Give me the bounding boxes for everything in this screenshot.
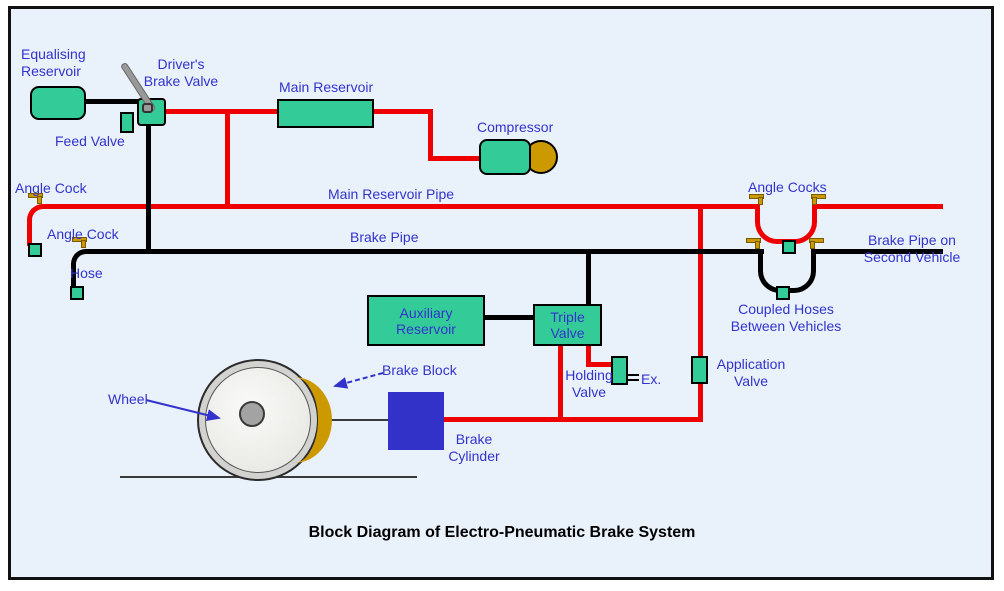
feed-valve-box	[120, 112, 134, 133]
mr-pipe-hose-end	[28, 243, 42, 257]
exhaust-icon	[628, 374, 639, 376]
angle-cock-icon	[749, 194, 764, 205]
triple-valve-box: Triple Valve	[533, 304, 602, 346]
pipe-valve-to-brake-pipe	[146, 124, 151, 254]
auxiliary-reservoir-box: Auxiliary Reservoir	[367, 295, 485, 346]
drivers-brake-valve-label: Driver's Brake Valve	[143, 56, 219, 89]
wheel-label: Wheel	[108, 391, 148, 407]
angle-cock-icon	[809, 238, 824, 249]
feed-valve-label: Feed Valve	[55, 133, 125, 149]
triple-valve-label: Triple Valve	[550, 309, 585, 341]
main-reservoir-pipe-line	[46, 204, 757, 209]
angle-cocks-label: Angle Cocks	[748, 179, 827, 195]
pipe-application-valve-drop	[698, 207, 703, 421]
pipe-valve-to-main-reservoir	[164, 109, 279, 114]
coupled-hoses-label: Coupled Hoses Between Vehicles	[730, 301, 842, 334]
mr-pipe-coupled-hose-dip	[755, 204, 817, 244]
main-reservoir-label: Main Reservoir	[279, 79, 374, 95]
brake-block-label: Brake Block	[382, 362, 457, 378]
compressor-box	[479, 139, 531, 175]
pipe-to-compressor	[428, 156, 481, 161]
equalising-reservoir-label: Equalising Reservoir	[21, 46, 86, 79]
pipe-brake-pipe-to-triple-valve	[586, 252, 591, 307]
angle-cock-label: Angle Cock	[15, 180, 87, 196]
angle-cock-icon	[72, 237, 87, 248]
holding-valve-label: Holding Valve	[565, 367, 613, 400]
brake-block-shape	[256, 377, 332, 463]
brake-cylinder-label: Brake Cylinder	[448, 431, 500, 464]
brake-pipe-line	[88, 249, 764, 254]
diagram-title: Block Diagram of Electro-Pneumatic Brake…	[308, 524, 696, 541]
pipe-compressor-riser	[428, 109, 433, 161]
pipe-triple-valve-to-cylinder	[558, 344, 563, 422]
lever-handle-icon	[142, 103, 153, 113]
compressor-label: Compressor	[477, 119, 554, 135]
brake-cylinder-box	[388, 392, 444, 450]
pipe-equalising-to-valve	[84, 99, 140, 104]
mr-pipe-second-vehicle	[813, 204, 943, 209]
brake-pipe-second-vehicle-label: Brake Pipe on Second Vehicle	[863, 232, 961, 265]
auxiliary-reservoir-label: Auxiliary Reservoir	[396, 304, 456, 337]
arrow-icon	[145, 399, 221, 421]
angle-cock-label: Angle Cock	[47, 226, 119, 242]
exhaust-icon	[628, 379, 639, 381]
brake-coupled-hose-joint	[776, 286, 790, 300]
mr-coupled-hose-joint	[782, 240, 796, 254]
pipe-branch-to-mr-pipe	[225, 111, 230, 207]
brake-pipe-hose-end	[70, 286, 84, 300]
pipe-aux-to-triple-valve	[485, 315, 534, 320]
brake-pipe-label: Brake Pipe	[350, 229, 419, 245]
holding-valve-box	[611, 356, 628, 385]
arrow-icon	[333, 372, 384, 389]
piston-rod-line	[331, 419, 388, 421]
main-reservoir-pipe-label: Main Reservoir Pipe	[328, 186, 455, 202]
hose-label: Hose	[70, 265, 103, 281]
brake-pipe-second-vehicle-line	[813, 249, 943, 254]
pipe-triple-to-holding-v	[586, 344, 591, 367]
angle-cock-icon	[28, 193, 43, 204]
brake-pipe-hose-curve	[71, 249, 91, 289]
angle-cock-icon	[811, 194, 826, 205]
ex-label: Ex.	[641, 371, 662, 387]
pipe-main-reservoir-out	[372, 109, 430, 114]
mr-pipe-left-hose-curve	[27, 204, 49, 246]
main-reservoir-box	[277, 99, 374, 128]
angle-cock-icon	[746, 238, 761, 249]
pipe-to-brake-cylinder	[444, 417, 703, 422]
pipe-to-holding-valve	[586, 362, 612, 367]
application-valve-box	[691, 356, 708, 384]
equalising-reservoir-box	[30, 86, 86, 120]
diagram-frame	[8, 6, 994, 580]
application-valve-label: Application Valve	[716, 356, 786, 389]
